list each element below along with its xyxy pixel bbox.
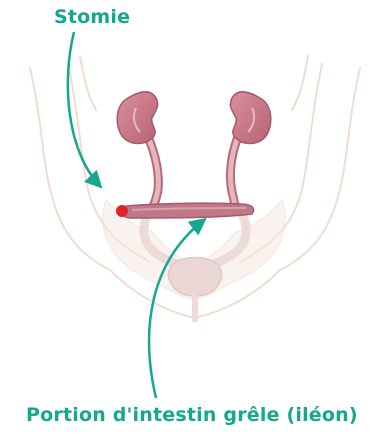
bladder — [168, 258, 221, 297]
stomie-label: Stomie — [54, 6, 130, 28]
ileal-conduit — [123, 203, 254, 218]
kidney-left-icon — [117, 92, 157, 144]
urethra — [192, 294, 198, 322]
ileon-label: Portion d'intestin grêle (iléon) — [26, 404, 358, 426]
ureters — [146, 132, 240, 212]
kidney-right-icon — [230, 92, 270, 144]
stoma-dot — [116, 205, 128, 217]
